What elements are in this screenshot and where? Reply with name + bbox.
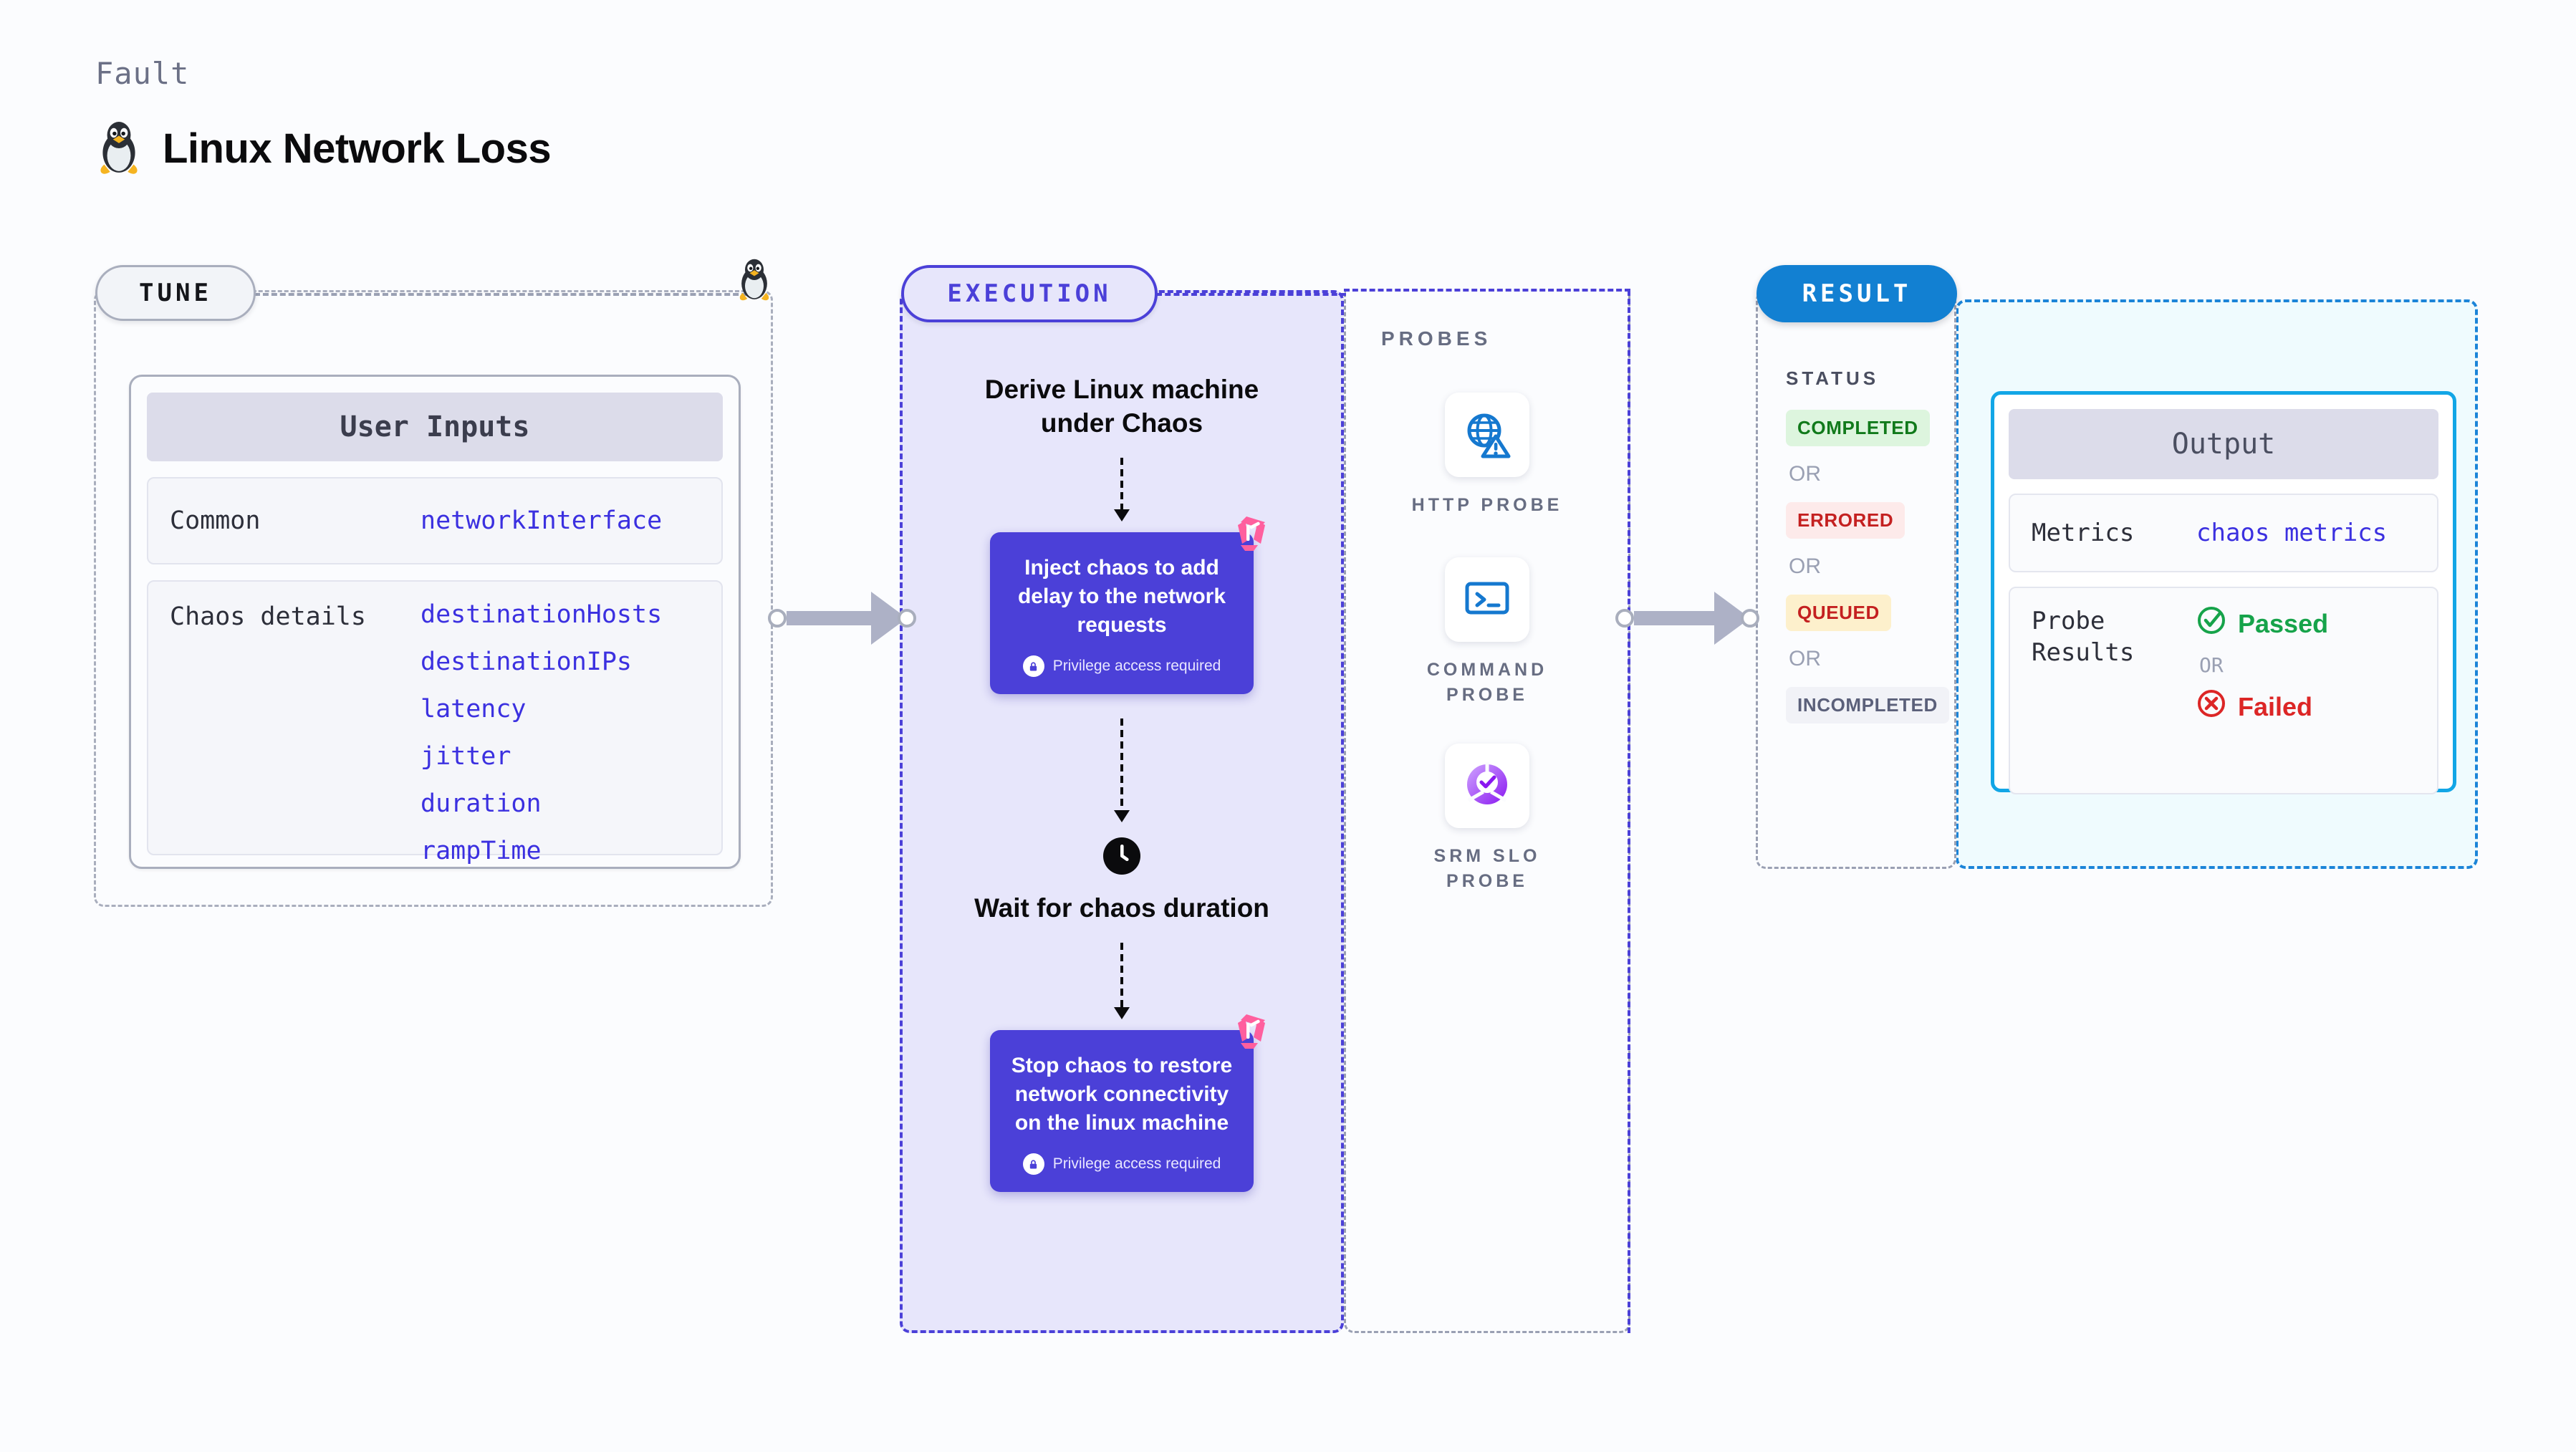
tune-value[interactable]: latency xyxy=(420,695,527,723)
connector-execution-to-result xyxy=(1615,592,1759,645)
execution-pill-label[interactable]: EXECUTION xyxy=(901,265,1158,322)
linux-penguin-icon xyxy=(95,120,143,176)
execution-card-stop[interactable]: Stop chaos to restore network connectivi… xyxy=(990,1014,1265,1193)
user-inputs-title: User Inputs xyxy=(147,393,723,461)
connector-line xyxy=(1634,611,1714,625)
probe-result-failed: Failed xyxy=(2196,688,2328,725)
tune-row-label: Chaos details xyxy=(170,602,366,631)
execution-flow: Derive Linux machine under Chaos Inject … xyxy=(900,372,1344,1193)
probe-name: COMMAND PROBE xyxy=(1426,660,1548,705)
probe-name: HTTP PROBE xyxy=(1411,495,1563,515)
tune-value[interactable]: rampTime xyxy=(420,837,542,865)
probes-panel-top-border xyxy=(1344,289,1630,292)
probe-tile xyxy=(1445,393,1529,477)
privilege-note: Privilege access required xyxy=(1009,1153,1235,1175)
tune-value[interactable]: destinationHosts xyxy=(420,600,663,629)
tune-value[interactable]: duration xyxy=(420,789,542,818)
status-badge-incompleted: INCOMPLETED xyxy=(1786,687,1949,723)
connector-tune-to-execution xyxy=(768,592,916,645)
user-inputs-card: User Inputs Common networkInterface Chao… xyxy=(129,375,741,869)
tune-row-common: Common networkInterface xyxy=(147,477,723,564)
probe-result-or-label: OR xyxy=(2199,653,2224,677)
execution-step-title: Derive Linux machine under Chaos xyxy=(984,375,1259,438)
privilege-note: Privilege access required xyxy=(1009,655,1235,678)
harness-logo-icon xyxy=(1228,1010,1269,1055)
status-badge-queued: QUEUED xyxy=(1786,595,1891,631)
terminal-icon xyxy=(1461,572,1513,628)
flow-arrow-icon xyxy=(1114,457,1130,521)
page-eyebrow: Fault xyxy=(95,56,190,91)
page-title: Linux Network Loss xyxy=(163,125,552,172)
probe-srm-slo[interactable]: SRM SLO PROBE xyxy=(1394,744,1580,894)
tune-value[interactable]: jitter xyxy=(420,742,511,771)
lock-icon xyxy=(1022,655,1044,678)
output-card: Output Metrics chaos metrics Probe Resul… xyxy=(1991,391,2456,794)
tune-pill-label[interactable]: TUNE xyxy=(95,265,256,321)
harness-logo-icon xyxy=(1228,512,1269,557)
wait-step: Wait for chaos duration xyxy=(971,836,1272,925)
probes-panel-right-border xyxy=(1628,290,1630,1333)
result-panel xyxy=(1756,290,1956,869)
privilege-note-text: Privilege access required xyxy=(1052,1155,1221,1173)
execution-pill-dash xyxy=(1156,293,1346,296)
probe-tile xyxy=(1445,744,1529,828)
status-badge-completed: COMPLETED xyxy=(1786,410,1930,446)
output-probe-results-label: Probe Results xyxy=(2032,607,2135,668)
status-section-label: STATUS xyxy=(1786,367,1880,389)
connector-end-dot xyxy=(1741,609,1759,628)
status-or-label: OR xyxy=(1789,554,1821,578)
slo-donut-check-icon xyxy=(1461,759,1513,814)
flow-arrow-icon xyxy=(1114,718,1130,823)
probe-http[interactable]: HTTP PROBE xyxy=(1394,393,1580,518)
x-circle-icon xyxy=(2196,688,2226,725)
status-badge-errored: ERRORED xyxy=(1786,502,1905,539)
tune-value[interactable]: destinationIPs xyxy=(420,648,633,676)
tune-pill-dash xyxy=(254,293,756,296)
connector-start-dot xyxy=(768,609,787,628)
check-circle-icon xyxy=(2196,605,2226,642)
connector-line xyxy=(787,611,871,625)
probe-result-passed-text: Passed xyxy=(2238,608,2329,638)
output-metrics-label: Metrics xyxy=(2032,518,2135,547)
probe-result-failed-text: Failed xyxy=(2238,691,2313,721)
status-or-label: OR xyxy=(1789,462,1821,486)
probe-results-values: Passed OR Failed xyxy=(2196,605,2328,725)
globe-warning-icon xyxy=(1461,408,1513,463)
connector-start-dot xyxy=(1615,609,1634,628)
probe-name: SRM SLO PROBE xyxy=(1433,846,1541,891)
status-or-label: OR xyxy=(1789,647,1821,670)
flow-arrow-icon xyxy=(1114,942,1130,1019)
privilege-note-text: Privilege access required xyxy=(1052,658,1221,675)
probe-command[interactable]: COMMAND PROBE xyxy=(1394,557,1580,708)
tune-row-values: destinationHosts destinationIPs latency … xyxy=(420,600,662,865)
output-row-metrics: Metrics chaos metrics xyxy=(2009,494,2438,572)
tune-row-values: networkInterface xyxy=(420,506,662,535)
tune-penguin-icon xyxy=(736,258,773,306)
probe-tile xyxy=(1445,557,1529,642)
execution-card-text: Stop chaos to restore network connectivi… xyxy=(1011,1053,1233,1135)
probes-section-label: PROBES xyxy=(1381,327,1492,350)
lock-icon xyxy=(1022,1153,1044,1175)
execution-card-text: Inject chaos to add delay to the network… xyxy=(1017,555,1226,638)
tune-row-chaos-details: Chaos details destinationHosts destinati… xyxy=(147,580,723,865)
tune-row-label: Common xyxy=(170,506,261,535)
output-row-probe-results: Probe Results Passed OR xyxy=(2009,587,2438,794)
execution-card-inject[interactable]: Inject chaos to add delay to the network… xyxy=(990,516,1265,695)
page-title-row: Linux Network Loss xyxy=(95,120,552,176)
connector-end-dot xyxy=(898,609,916,628)
tune-value[interactable]: networkInterface xyxy=(420,506,663,535)
status-list: COMPLETED OR ERRORED OR QUEUED OR INCOMP… xyxy=(1786,410,1949,723)
output-card-title: Output xyxy=(2009,409,2438,479)
result-pill-label[interactable]: RESULT xyxy=(1756,265,1957,322)
wait-step-title: Wait for chaos duration xyxy=(974,893,1269,923)
output-metrics-value[interactable]: chaos metrics xyxy=(2196,519,2388,547)
probe-result-passed: Passed xyxy=(2196,605,2328,642)
clock-icon xyxy=(1102,836,1142,880)
